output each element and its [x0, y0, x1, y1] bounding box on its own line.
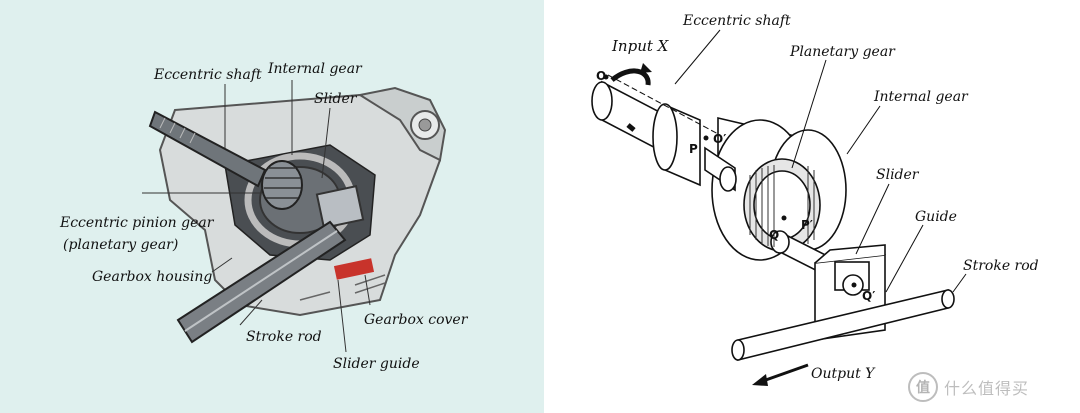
label-eccentric-pinion-gear: Eccentric pinion gear — [60, 215, 214, 231]
label-planetary-gear-paren: (planetary gear) — [63, 237, 179, 253]
point-o-prime: O′ — [713, 132, 727, 146]
watermark-logo-icon: 值 — [908, 372, 938, 402]
leader-planetary-gear — [791, 59, 827, 169]
stroke-rod-shape — [176, 220, 347, 344]
label-output-y: Output Y — [811, 366, 875, 382]
eccentric-shaft-shape — [148, 110, 267, 188]
leader-guide — [885, 224, 924, 293]
leader-slider-right — [855, 183, 890, 255]
label-planetary-gear: Planetary gear — [790, 44, 895, 60]
point-q: Q — [769, 228, 780, 242]
label-eccentric-shaft-right: Eccentric shaft — [683, 13, 791, 29]
leader-slider-guide — [337, 279, 347, 353]
leader-eccentric-shaft-right — [674, 29, 721, 85]
label-internal-gear-left: Internal gear — [268, 61, 362, 77]
watermark-text: 什么值得买 — [944, 379, 1030, 398]
label-stroke-rod-right: Stroke rod — [963, 258, 1039, 274]
watermark: 值 什么值得买 — [908, 372, 1076, 402]
label-gearbox-cover: Gearbox cover — [364, 312, 468, 328]
label-guide: Guide — [915, 209, 957, 225]
point-p-prime: P′ — [801, 218, 813, 232]
leader-gearbox-cover — [364, 274, 371, 306]
label-stroke-rod-left: Stroke rod — [246, 329, 322, 345]
label-input-x: Input X — [612, 37, 669, 55]
input-shaft-end — [591, 81, 613, 121]
pinion-gear-shape — [261, 160, 303, 210]
slider-shape — [315, 185, 365, 229]
leader-gearbox-housing — [211, 257, 233, 273]
leader-slider — [321, 107, 331, 179]
housing-mount-shape — [357, 86, 447, 162]
label-eccentric-shaft-left: Eccentric shaft — [154, 67, 262, 83]
gearbox-cutaway-illustration — [142, 80, 447, 353]
label-slider-left: Slider — [314, 91, 357, 107]
point-p: P — [689, 142, 698, 156]
leader-stroke-rod — [239, 299, 263, 326]
label-gearbox-housing: Gearbox housing — [92, 269, 213, 285]
label-slider-right: Slider — [876, 167, 919, 183]
leader-stroke-rod-right — [952, 273, 967, 293]
leader-internal-gear-right — [846, 105, 881, 155]
red-badge-shape — [333, 258, 375, 280]
point-q-prime: Q′ — [862, 289, 876, 303]
label-slider-guide: Slider guide — [333, 356, 420, 372]
point-o: O — [596, 69, 607, 83]
label-internal-gear-right: Internal gear — [874, 89, 968, 105]
